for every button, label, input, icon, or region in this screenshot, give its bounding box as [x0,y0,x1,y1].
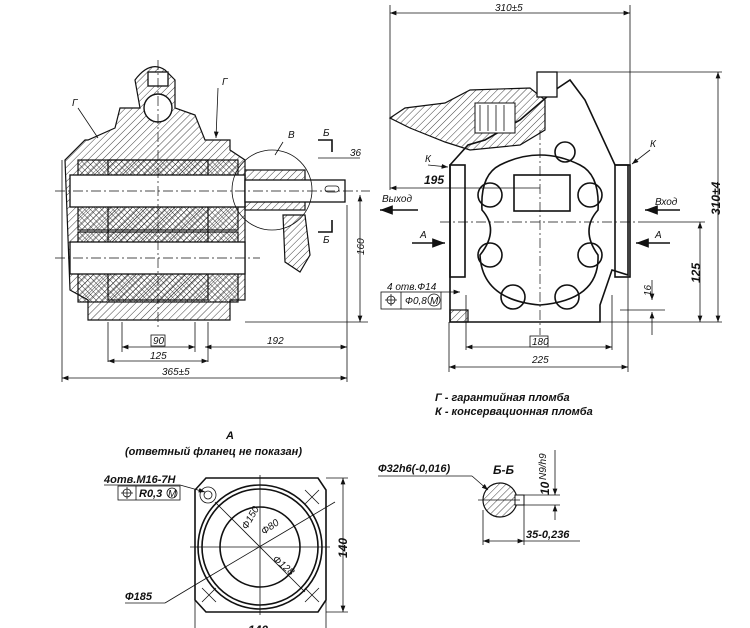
outlet-label: Выход [382,194,412,205]
seal-g-top-label: Г [222,77,229,88]
dim-16: 16 [643,284,654,296]
legend-warranty-seal: Г - гарантийная пломба [435,392,570,404]
dim-140-side: 140 [336,538,350,558]
threads-note: 4отв.М16-7Н [103,474,176,486]
pump-front-view: 310±5 310±4 125 16 180 225 195 Выход Вхо… [380,3,723,372]
dim-365: 365±5 [162,367,190,378]
section-b-bottom-label: Б [323,235,330,246]
dim-35-label: 35-0,236 [526,529,570,541]
dia-150-label: Ф150 [240,504,262,531]
flange-position-tolerance-icon [121,487,133,499]
view-a-right-label: А [654,230,662,241]
position-modifier: M [430,296,439,307]
position-tolerance-icon [385,294,397,306]
shaft-diameter-label: Ф32h6(-0,016) [378,463,451,475]
pump-side-section-view: Г Г В Б Б 36 160 90 192 125 365±5 [55,60,370,382]
detail-v-label: В [288,130,295,141]
dia-80-label: Ф80 [259,517,281,537]
key-tolerance-label: N9/h9 [538,453,549,480]
position-tolerance-value: Ф0,8 [405,296,427,307]
holes-note: 4 отв.Ф14 [387,282,437,293]
seal-k-left-label: К [425,154,432,165]
flange-position-modifier: M [168,489,177,500]
dim-192: 192 [267,336,284,347]
legend-preservation-seal: К - консервационная пломба [435,406,593,418]
section-b-top-label: Б [323,128,330,139]
dim-140-bottom: 140 [248,623,268,628]
flange-view-title: А [225,430,234,442]
inlet-label: Вход [655,197,678,208]
section-bb-title: Б-Б [493,463,514,477]
dim-195: 195 [424,173,444,187]
dim-160: 160 [356,238,367,255]
dia-185-label: Ф185 [125,591,153,603]
dim-310-side: 310±4 [709,181,723,215]
dim-180: 180 [532,337,549,348]
dim-125-front: 125 [689,263,703,283]
dim-90: 90 [153,336,165,347]
seal-g-left-label: Г [72,98,79,109]
dim-36: 36 [350,148,362,159]
dim-125: 125 [150,351,167,362]
section-bb-view: Б-Б Ф32h6(-0,016) 10 N9/h9 35-0,236 [378,450,580,545]
dia-128-label: Ф128 [270,554,296,579]
key-width-label: 10 [538,481,552,495]
dim-225: 225 [531,355,549,366]
seal-k-right-label: К [650,139,657,150]
dim-310-top: 310±5 [495,3,523,14]
flange-position-tolerance: R0,3 [139,488,162,500]
flange-view-subtitle: (ответный фланец не показан) [125,446,302,458]
flange-view-a: А (ответный фланец не показан) Ф150 Ф80 … [103,430,350,628]
view-a-left-label: А [419,230,427,241]
